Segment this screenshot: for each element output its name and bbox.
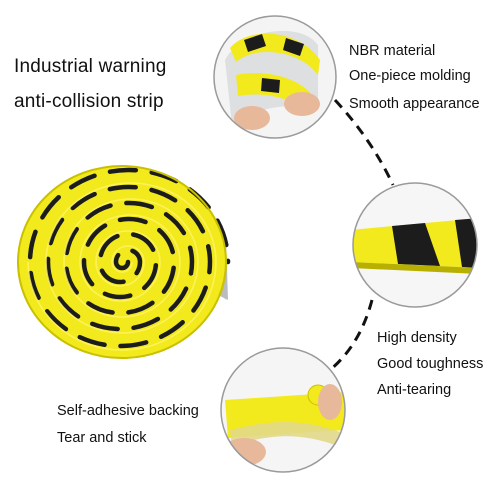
dashed-connector-bottom	[329, 299, 374, 372]
feature-middle-3: Anti-tearing	[377, 382, 452, 398]
feature-bottom-1: Self-adhesive backing	[57, 403, 199, 419]
feature-top-3: Smooth appearance	[349, 96, 480, 112]
spiral-edge	[27, 167, 231, 349]
dashed-connector-top	[333, 98, 395, 186]
headline-line-1: Industrial warning	[14, 56, 167, 77]
feature-top-2: One-piece molding	[349, 68, 471, 84]
feature-top-1: NBR material	[349, 43, 436, 59]
headline-line-2: anti-collision strip	[14, 91, 164, 112]
feature-bottom-2: Tear and stick	[57, 430, 147, 446]
detail-circle-material	[213, 15, 337, 139]
detail-circle-adhesive	[220, 347, 346, 473]
feature-middle-2: Good toughness	[377, 356, 484, 372]
coiled-strip	[17, 165, 231, 359]
feature-middle-1: High density	[377, 330, 457, 346]
detail-circle-density	[352, 182, 478, 308]
